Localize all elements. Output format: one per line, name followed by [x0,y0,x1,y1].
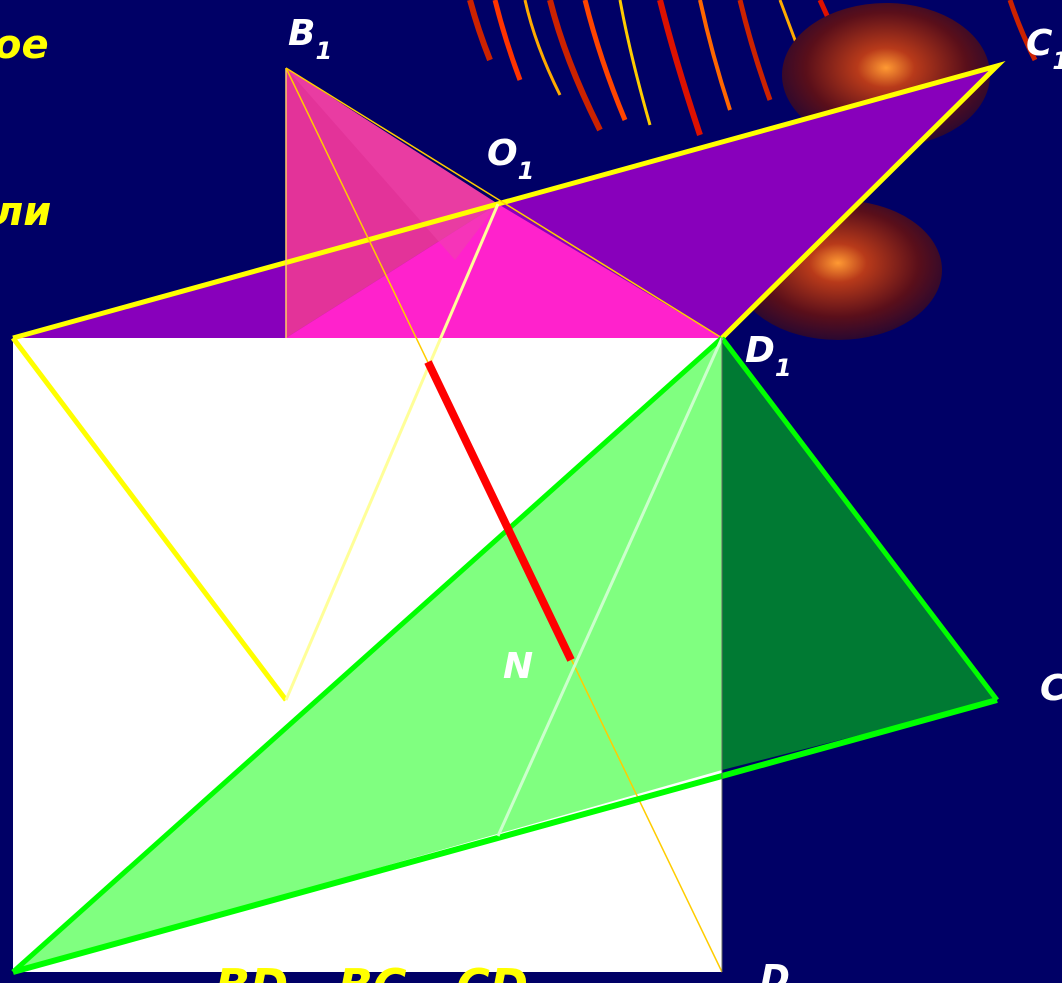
label-o1: O1 [487,133,534,185]
face-b1-upper [286,68,498,338]
label-n: N [503,646,533,687]
yellow-edge-thin [284,203,500,701]
green-edge-bottom [12,697,998,975]
label-c1: C1 [1026,23,1062,75]
red-segment [424,360,575,662]
green-edge-right [720,336,999,702]
green-edge-diagonal [11,336,724,974]
edge-b1-d1 [285,67,723,339]
face-b1-o1-d1 [286,204,722,338]
triangle-dark-green [722,338,997,770]
yellow-edge-top [12,61,1006,341]
yellow-edge-left [11,336,288,702]
label-b1: B1 [288,13,332,65]
label-d: D [760,958,790,983]
side-text-line1: ое [0,22,49,68]
label-c: C [1040,668,1062,709]
fireworks-decoration [467,0,1038,136]
pale-green-edge [496,337,724,837]
bottom-formula-text: BD , BC , CD [215,959,528,983]
label-d1: D1 [745,330,792,382]
face-b1-o1-shade [286,68,498,260]
side-text-line2: ли [0,189,51,235]
